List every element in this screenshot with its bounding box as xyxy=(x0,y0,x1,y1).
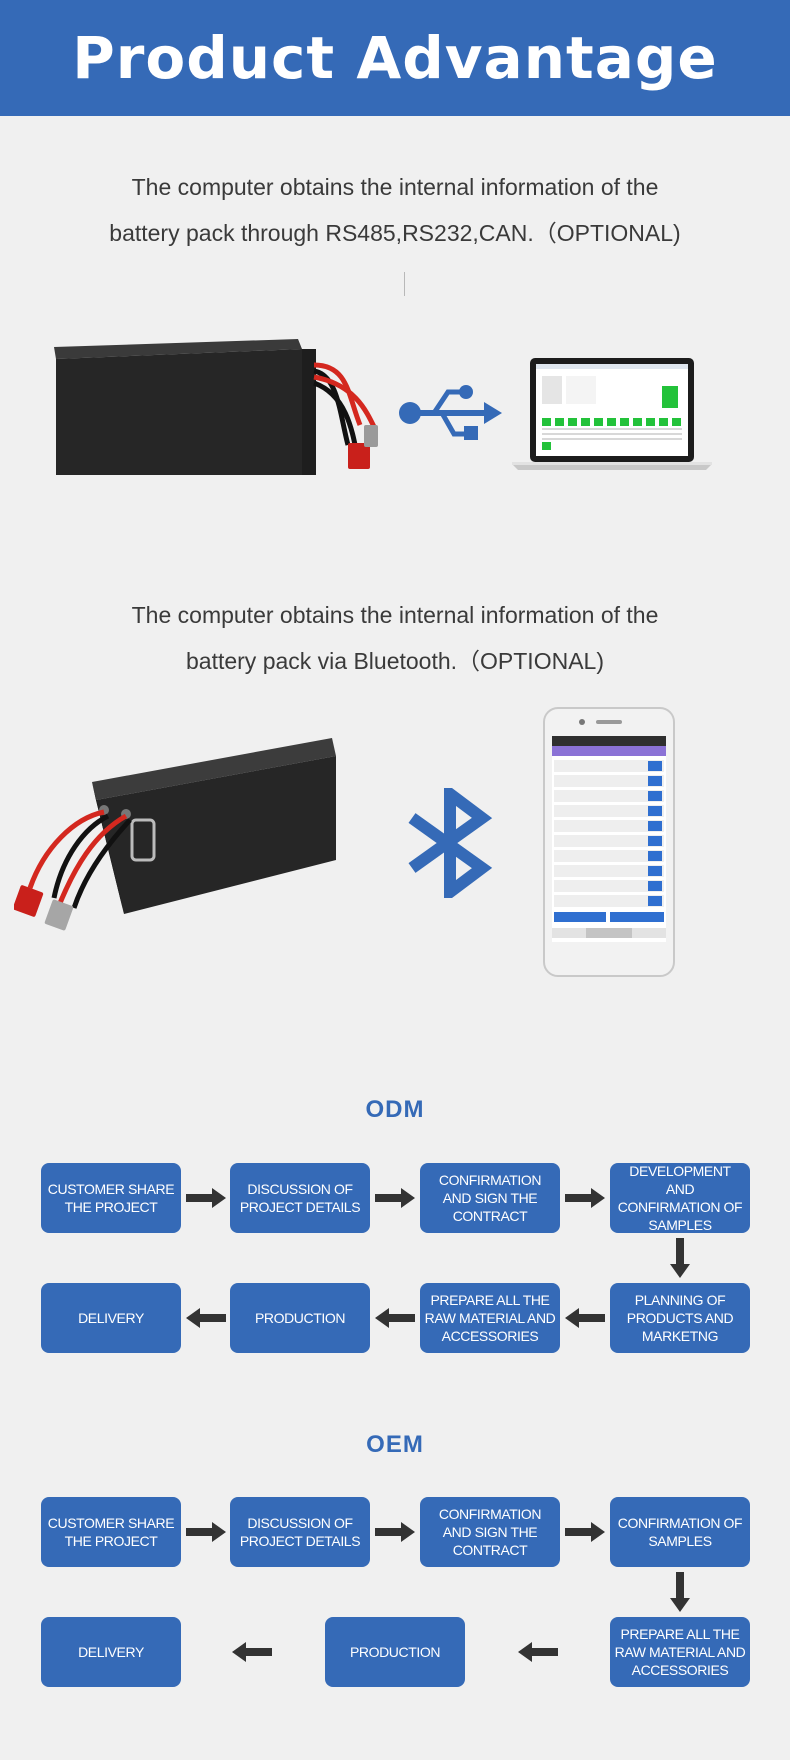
arrow-down-icon xyxy=(670,1572,690,1612)
bluetooth-icon xyxy=(408,788,493,898)
arrow-right-icon xyxy=(565,1522,605,1542)
odm-step-customer-share: CUSTOMER SHARE THE PROJECT xyxy=(41,1163,181,1233)
arrow-left-icon xyxy=(232,1642,272,1662)
oem-step-discussion: DISCUSSION OF PROJECT DETAILS xyxy=(230,1497,370,1567)
arrow-left-icon xyxy=(518,1642,558,1662)
header-banner: Product Advantage xyxy=(0,0,790,116)
arrow-left-icon xyxy=(186,1308,226,1328)
rs485-description-line2: battery pack through RS485,RS232,CAN.（OP… xyxy=(109,220,681,246)
odm-title: ODM xyxy=(365,1096,425,1123)
divider-line xyxy=(404,272,405,296)
oem-step-prepare-material: PREPARE ALL THE RAW MATERIAL AND ACCESSO… xyxy=(610,1617,750,1687)
odm-step-discussion: DISCUSSION OF PROJECT DETAILS xyxy=(230,1163,370,1233)
laptop-image xyxy=(512,358,712,470)
oem-step-delivery: DELIVERY xyxy=(41,1617,181,1687)
oem-step-customer-share: CUSTOMER SHARE THE PROJECT xyxy=(41,1497,181,1567)
phone-image xyxy=(543,707,675,977)
arrow-down-icon xyxy=(670,1238,690,1278)
rs485-description-line1: The computer obtains the internal inform… xyxy=(131,174,659,200)
odm-step-planning: PLANNING OF PRODUCTS AND MARKETNG xyxy=(610,1283,750,1353)
oem-step-production: PRODUCTION xyxy=(325,1617,465,1687)
page-title: Product Advantage xyxy=(72,24,718,92)
bluetooth-description-line2: battery pack via Bluetooth.（OPTIONAL) xyxy=(185,648,604,674)
arrow-right-icon xyxy=(375,1188,415,1208)
usb-icon xyxy=(399,385,502,440)
oem-title: OEM xyxy=(366,1431,424,1458)
arrow-right-icon xyxy=(186,1188,226,1208)
bluetooth-description-line1: The computer obtains the internal inform… xyxy=(131,602,659,628)
odm-step-delivery: DELIVERY xyxy=(41,1283,181,1353)
bluetooth-description: The computer obtains the internal inform… xyxy=(0,592,790,684)
battery-pack-image xyxy=(54,339,378,475)
arrow-left-icon xyxy=(375,1308,415,1328)
odm-step-production: PRODUCTION xyxy=(230,1283,370,1353)
rs485-description: The computer obtains the internal inform… xyxy=(0,164,790,256)
arrow-right-icon xyxy=(375,1522,415,1542)
odm-step-confirmation-contract: CONFIRMATION AND SIGN THE CONTRACT xyxy=(420,1163,560,1233)
odm-step-prepare-material: PREPARE ALL THE RAW MATERIAL AND ACCESSO… xyxy=(420,1283,560,1353)
arrow-right-icon xyxy=(186,1522,226,1542)
arrow-left-icon xyxy=(565,1308,605,1328)
battery-pack-image-2 xyxy=(14,738,336,931)
odm-step-development-samples: DEVELOPMENT AND CONFIRMATION OF SAMPLES xyxy=(610,1163,750,1233)
oem-step-confirmation-samples: CONFIRMATION OF SAMPLES xyxy=(610,1497,750,1567)
oem-step-confirmation-contract: CONFIRMATION AND SIGN THE CONTRACT xyxy=(420,1497,560,1567)
arrow-right-icon xyxy=(565,1188,605,1208)
